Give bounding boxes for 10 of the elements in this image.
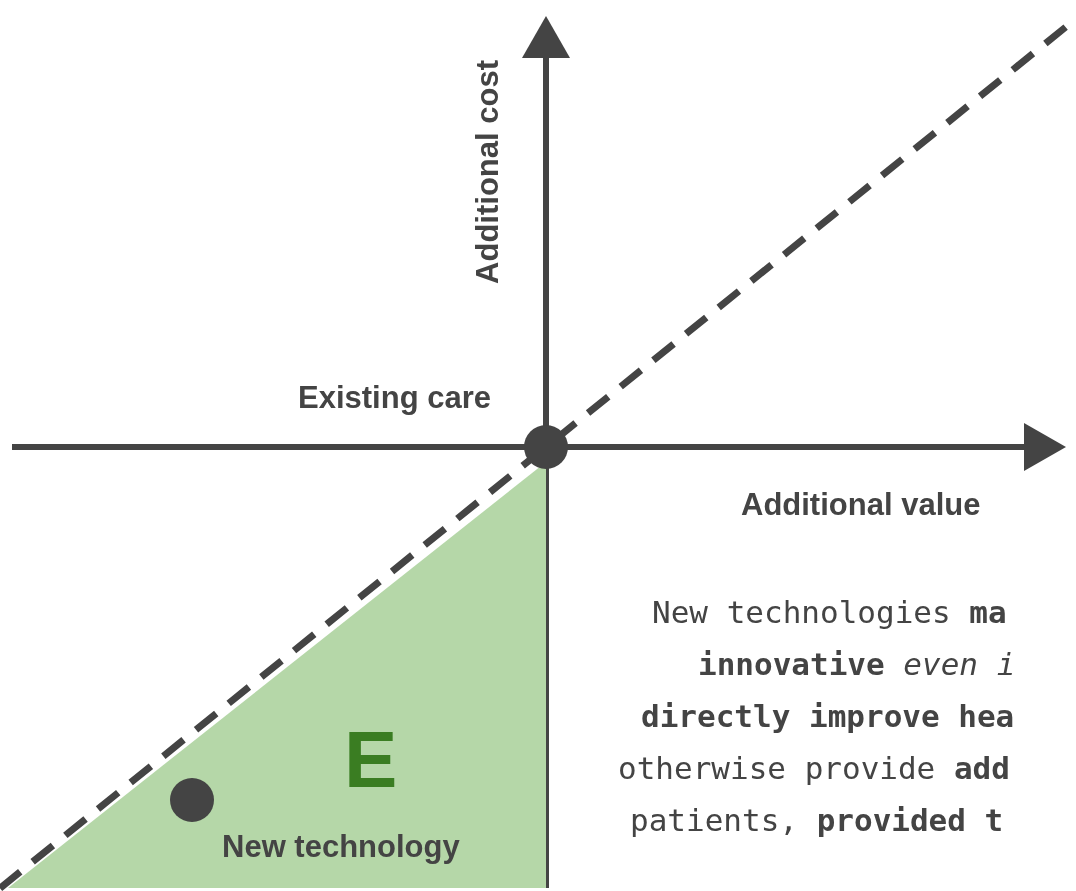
point-label: Existing care: [298, 380, 491, 416]
axis-title: Additional cost: [470, 60, 506, 284]
note-text: directly improve hea: [641, 697, 1015, 736]
note-text: New technologies ma: [652, 593, 1007, 632]
point-label: New technology: [222, 829, 460, 865]
axis-title: Additional value: [741, 487, 981, 523]
note-text: innovative even i: [698, 645, 1016, 684]
note-text: otherwise provide add: [618, 749, 1010, 788]
region-letter: E: [344, 720, 398, 800]
note-text: patients, provided t: [630, 801, 1004, 840]
